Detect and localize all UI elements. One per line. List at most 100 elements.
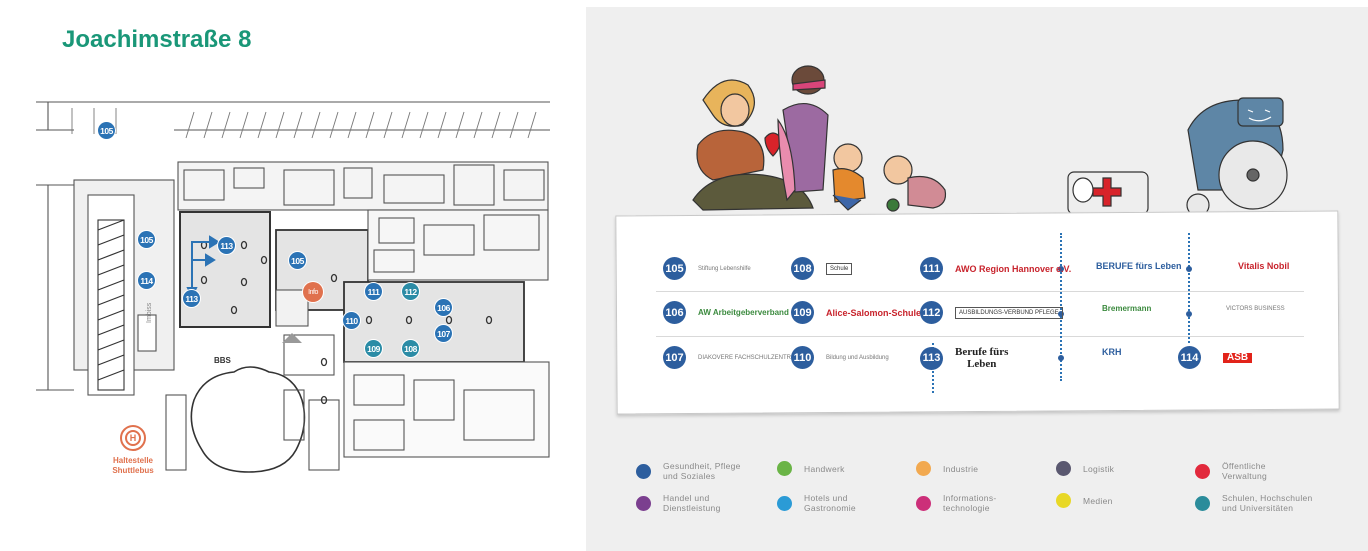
booth-entry[interactable]: 107 DIAKOVERE FACHSCHULZENTRUM: [663, 346, 800, 369]
booth-entry[interactable]: 105 Stiftung Lebenshilfe: [663, 257, 751, 280]
booth-entry[interactable]: 111 AWO Region Hannover e.V.: [920, 257, 1071, 280]
site-map: BBS 105 105 114 113 113 105 Info 111 112…: [34, 100, 552, 485]
bus-stop-label: Haltestelle Shuttlebus: [112, 456, 154, 475]
booth-marker[interactable]: 105: [98, 122, 115, 139]
partner-logo-text: BERUFE fürs Leben: [1096, 261, 1182, 271]
booth-marker[interactable]: 113: [218, 237, 235, 254]
booth-logo: DIAKOVERE FACHSCHULZENTRUM: [698, 354, 801, 361]
entrance-triangle: [282, 333, 302, 343]
partner-logo-text: VICTORS BUSINESS: [1226, 306, 1285, 312]
booth-entry[interactable]: 109 Alice-Salomon-Schule BBS: [791, 301, 943, 324]
booth-entry[interactable]: 106 AW Arbeitgeberverband: [663, 301, 789, 324]
booth-logo: Berufe fürs Leben: [955, 346, 1008, 370]
legend-swatch: [1195, 463, 1210, 479]
legend-swatch: [1056, 493, 1071, 508]
partner-logo[interactable]: VICTORS BUSINESS: [1214, 305, 1285, 313]
board-divider: [656, 336, 1304, 337]
page-title: Joachimstraße 8: [62, 26, 252, 53]
board-divider: [656, 291, 1304, 292]
legend-label: Industrie: [943, 463, 979, 474]
booth-entry[interactable]: 108 Schule: [791, 257, 853, 280]
booth-logo: AUSBILDUNGS-VERBUND PFLEGE: [955, 306, 1063, 319]
booth-logo-text: AUSBILDUNGS-VERBUND PFLEGE: [955, 306, 1063, 319]
booth-logo: Bildung und Ausbildung: [826, 354, 889, 361]
booth-logo: Alice-Salomon-Schule BBS: [826, 307, 943, 318]
partner-logo[interactable]: Bremermann: [1090, 305, 1151, 313]
partner-logo-text: Bremermann: [1102, 304, 1152, 313]
partner-logo-text: KRH: [1102, 347, 1122, 357]
legend-swatch: [916, 495, 931, 511]
booth-logo: Stiftung Lebenshilfe: [698, 265, 751, 272]
legend-item: Handwerk: [777, 461, 917, 476]
booth-number: 107: [663, 346, 686, 369]
legend-swatch: [916, 461, 931, 476]
booth-number: 110: [791, 346, 814, 369]
booth-marker[interactable]: 113: [183, 290, 200, 307]
legend-swatch: [777, 461, 792, 476]
map-drawing: BBS: [36, 101, 550, 473]
legend-label: Logistik: [1083, 463, 1115, 474]
booth-entry[interactable]: 114 ASB: [1178, 346, 1253, 369]
legend-label: Medien: [1083, 495, 1113, 506]
booth-marker[interactable]: 114: [138, 272, 155, 289]
legend-swatch: [1195, 495, 1210, 511]
booth-entry[interactable]: 112 AUSBILDUNGS-VERBUND PFLEGE: [920, 301, 1063, 324]
partner-logo-text: Vitalis Nobil: [1238, 261, 1290, 271]
connector-dot: [1058, 355, 1064, 361]
legend-label: Informations-technologie: [943, 493, 997, 513]
booth-logo: AWO Region Hannover e.V.: [955, 263, 1072, 274]
booth-logo: ASB: [1223, 352, 1253, 363]
booth-marker[interactable]: 111: [365, 283, 382, 300]
booth-marker[interactable]: 107: [435, 325, 452, 342]
booth-marker[interactable]: 108: [402, 340, 419, 357]
connector-dot: [1186, 266, 1192, 272]
booth-logo: AW Arbeitgeberverband: [698, 307, 789, 317]
legend-swatch: [636, 463, 651, 479]
booth-logo-text: ASB: [1223, 352, 1253, 363]
booth-marker[interactable]: 112: [402, 283, 419, 300]
booth-number: 111: [920, 257, 943, 280]
connector-dot: [1058, 311, 1064, 317]
legend-item: Informations-technologie: [916, 493, 1056, 513]
legend-item: Medien: [1056, 493, 1196, 508]
legend-swatch: [636, 495, 651, 511]
booth-entry[interactable]: 113 Berufe fürs Leben: [920, 346, 1008, 370]
booth-marker[interactable]: 106: [435, 299, 452, 316]
legend-item: Industrie: [916, 461, 1056, 476]
booth-logo-text: Schule: [826, 262, 853, 275]
partner-logo[interactable]: BERUFE fürs Leben: [1084, 261, 1182, 271]
booth-marker[interactable]: 105: [138, 231, 155, 248]
partner-logo[interactable]: Vitalis Nobil: [1226, 261, 1290, 271]
booth-number: 105: [663, 257, 686, 280]
legend-label: Handwerk: [804, 463, 845, 474]
booth-marker[interactable]: 105: [289, 252, 306, 269]
bus-stop-icon: H: [120, 425, 146, 451]
legend-swatch: [1056, 461, 1071, 476]
illustration: [692, 65, 1288, 217]
booth-logo-line: Leben: [967, 358, 997, 370]
imbiss-label: Imbiss: [146, 302, 153, 323]
booth-marker[interactable]: 109: [365, 340, 382, 357]
booth-number: 109: [791, 301, 814, 324]
booth-number: 113: [920, 346, 943, 370]
partner-logo[interactable]: KRH: [1090, 347, 1122, 357]
info-point[interactable]: Info: [303, 282, 323, 302]
legend-swatch: [777, 495, 792, 511]
booth-number: 108: [791, 257, 814, 280]
board-connector: [1188, 233, 1190, 343]
booth-number: 112: [920, 301, 943, 324]
legend-item: Logistik: [1056, 461, 1196, 476]
booth-logo: Schule: [826, 262, 853, 275]
booth-marker[interactable]: 110: [343, 312, 360, 329]
booth-number: 106: [663, 301, 686, 324]
booth-entry[interactable]: 110 Bildung und Ausbildung: [791, 346, 889, 369]
svg-text:BBS: BBS: [214, 356, 232, 365]
